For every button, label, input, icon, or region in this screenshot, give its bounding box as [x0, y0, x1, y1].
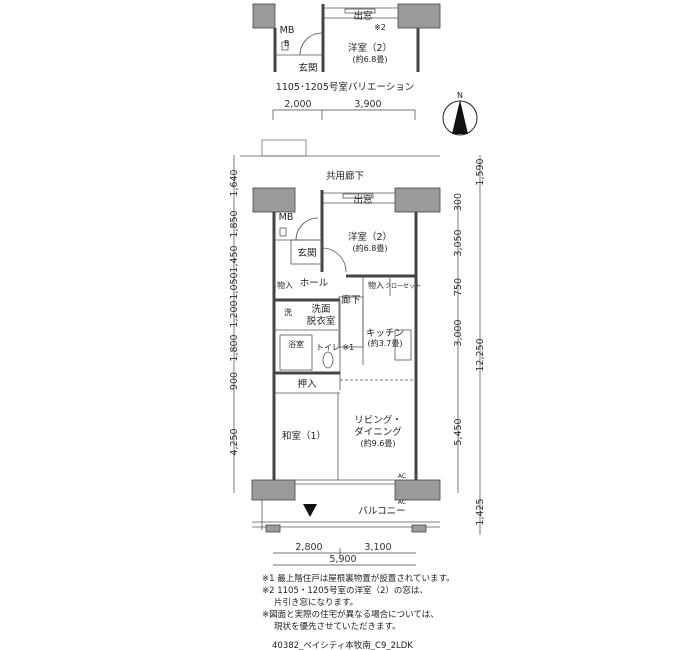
wall-block: [394, 187, 441, 213]
label-western-room: 洋室（2）: [348, 231, 392, 243]
dim-label: 4,250: [229, 428, 240, 455]
notes: ※1 最上階住戸は屋根裏物置が設置されています。 ※2 1105・1205号室の…: [262, 573, 455, 650]
wall-block: [397, 3, 441, 29]
dim-label: 3,050: [453, 229, 464, 256]
label-storage: 物入: [368, 280, 384, 290]
label-oshiire: 押入: [297, 378, 317, 390]
dim-label: 1,800: [229, 334, 240, 361]
note-line: ※2 1105・1205号室の洋室（2）の窓は、: [262, 585, 428, 596]
label-living: リビング・: [354, 414, 402, 426]
label-toilet: トイレ ※1: [316, 343, 354, 352]
entrance-arrow-icon: [303, 504, 317, 517]
north-arrow-icon: N: [442, 91, 478, 136]
wall-block: [251, 479, 296, 501]
label-window: 出窓: [353, 10, 372, 22]
label-balcony: バルコニー: [358, 506, 405, 517]
label-kitchen: キッチン: [366, 328, 404, 339]
dim-label: 2,800: [295, 542, 322, 553]
svg-text:B: B: [284, 39, 290, 48]
dim-label: 750: [453, 278, 464, 296]
label-mb: MB: [279, 212, 294, 223]
note-line: ※図面と実際の住宅が異なる場合については、: [262, 609, 439, 620]
dim-label: 1,850: [229, 210, 240, 237]
label-corridor: 共用廊下: [326, 170, 364, 182]
label-window: 出窓: [353, 194, 372, 206]
main-plan: 共用廊下 出窓 MB 洋: [240, 139, 441, 533]
dim-label: 900: [229, 372, 240, 390]
label-storage: 物入: [277, 280, 293, 290]
label-washroom: 脱衣室: [307, 315, 336, 327]
dim-label: 1,640: [229, 169, 240, 196]
label-living-area: (約9.6畳): [361, 438, 396, 448]
dim-label: 300: [453, 193, 464, 211]
label-note-mark: ※2: [374, 23, 386, 32]
wall-block: [252, 3, 276, 29]
label-entrance: 玄関: [298, 62, 317, 74]
label-ac: AC: [398, 499, 406, 506]
variation-plan: B 出窓 ※2 MB 洋室（2） (約6.8畳) 玄関 1105･1205号室バ…: [252, 3, 441, 120]
dim-label: 1,200: [229, 300, 240, 327]
dim-label: 3,000: [453, 319, 464, 346]
label-bath: 浴室: [288, 339, 304, 349]
dim-label: 5,450: [453, 418, 464, 445]
dim-label: 1,425: [475, 498, 486, 525]
label-hallway: 廊下: [341, 294, 360, 306]
note-line: 現状を優先させていただきます。: [274, 621, 401, 632]
label-ac: AC: [398, 473, 406, 480]
label-entrance: 玄関: [297, 247, 316, 259]
north-label: N: [457, 91, 463, 100]
wall-block: [394, 479, 441, 501]
dim-label: 12,250: [475, 338, 486, 371]
note-line: 片引き窓になります。: [274, 597, 358, 608]
dimensions: 1,640 1,850 1,450 1,050 1,200 1,800 900 …: [229, 155, 486, 566]
label-mb: MB: [280, 25, 295, 36]
label-kitchen-area: (約3.7畳): [368, 338, 403, 348]
label-western-area: (約6.8畳): [353, 243, 388, 253]
label-dining: ダイニング: [354, 426, 402, 438]
label-western-room: 洋室（2）: [348, 42, 392, 54]
dim-label: 5,900: [329, 554, 356, 565]
dim-label: 2,000: [284, 99, 311, 110]
footer-code: 40382_ベイシティ本牧南_C9_2LDK: [272, 640, 413, 650]
label-western-area: (約6.8畳): [353, 54, 388, 64]
label-closet: クローゼット: [385, 282, 421, 290]
label-washroom: 洗面: [311, 303, 330, 315]
dim-label: 3,900: [354, 99, 381, 110]
wall-block: [252, 187, 296, 213]
label-washer: 洗: [284, 307, 292, 317]
variation-caption: 1105･1205号室バリエーション: [276, 81, 414, 93]
note-line: ※1 最上階住戸は屋根裏物置が設置されています。: [262, 573, 455, 584]
dim-label: 3,100: [364, 542, 391, 553]
dim-label: 1,050: [229, 272, 240, 299]
dim-label: 1,590: [475, 158, 486, 185]
dim-label: 1,450: [229, 245, 240, 272]
label-hall: ホール: [300, 278, 329, 289]
label-japanese-room: 和室（1）: [282, 430, 326, 442]
